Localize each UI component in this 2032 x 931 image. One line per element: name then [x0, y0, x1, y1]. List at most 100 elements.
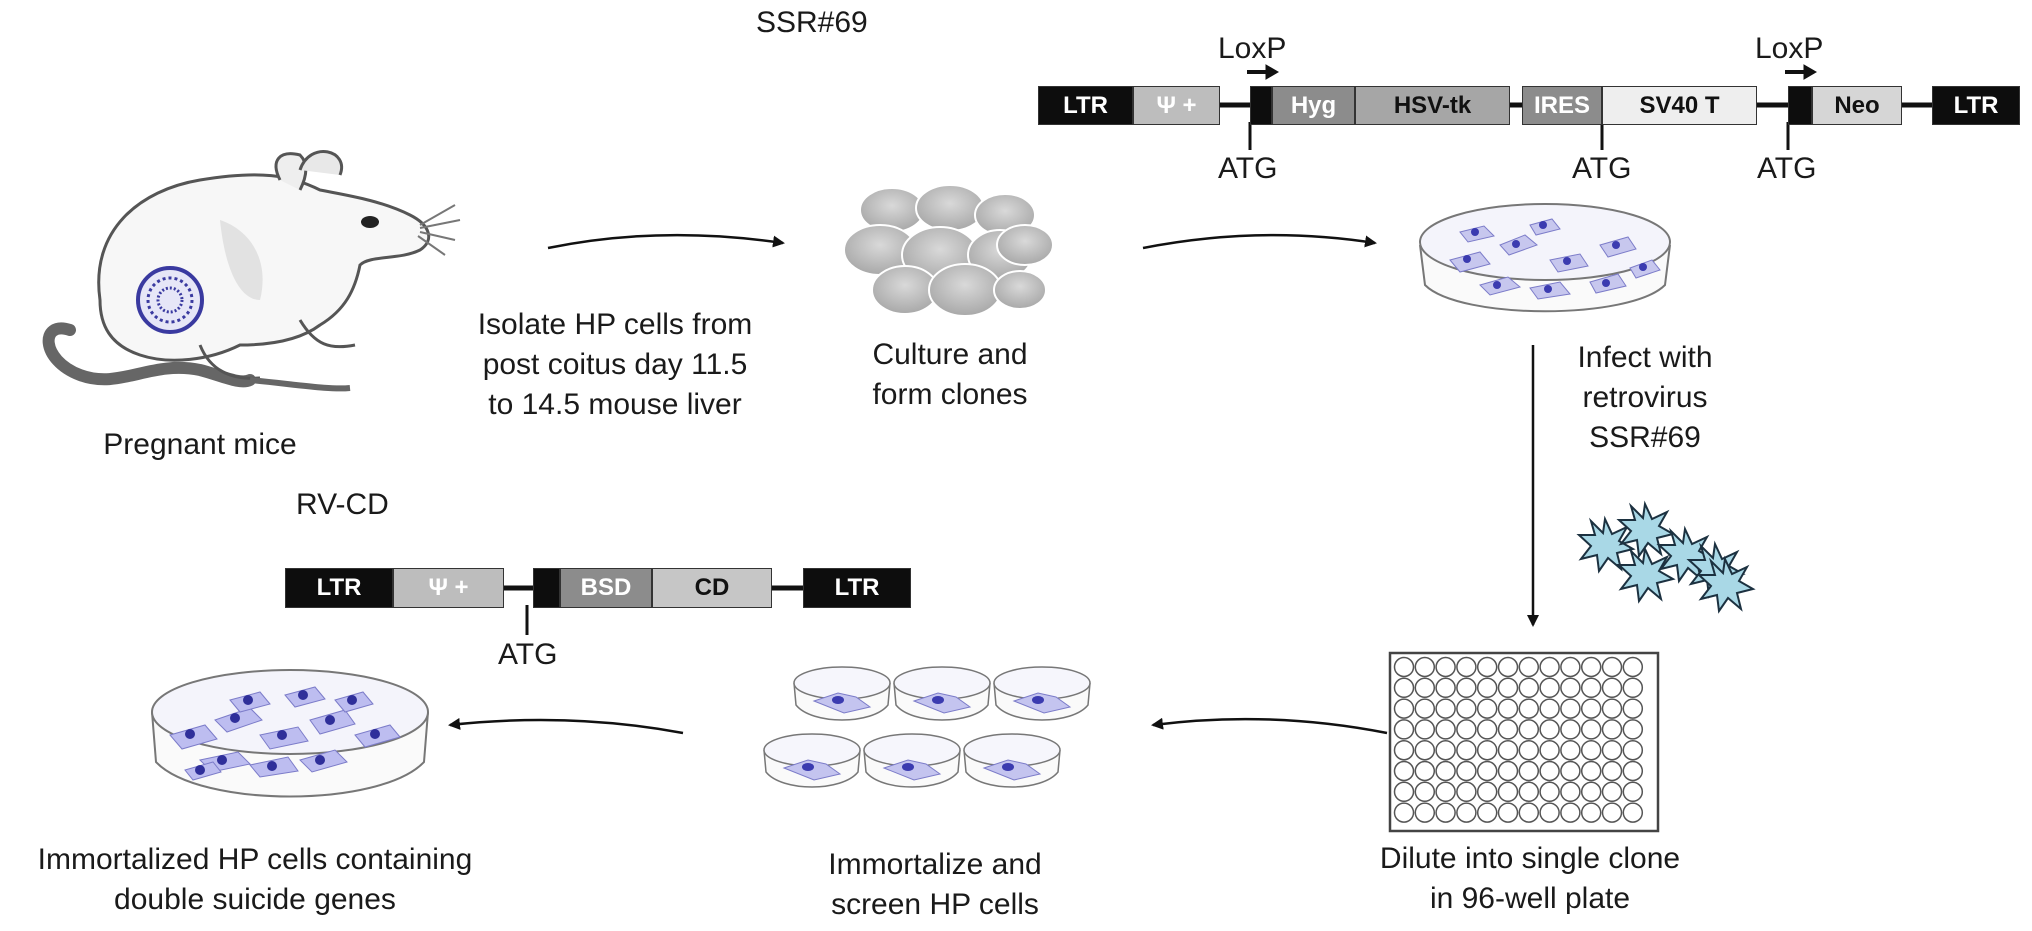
label-immortalized-hp-cells: Immortalized HP cells containing double … [37, 843, 473, 916]
well [1476, 719, 1498, 740]
well [1456, 719, 1477, 740]
well [1560, 677, 1581, 699]
well [1560, 760, 1581, 782]
rvcd-backbone [504, 585, 803, 635]
rvcd-cd: CD [652, 568, 772, 608]
well [1435, 781, 1456, 803]
cell-nucleus [1002, 763, 1014, 771]
well [1622, 719, 1644, 740]
cell [982, 759, 1042, 781]
ssr69-hyg: Hyg [1272, 86, 1355, 125]
flow-arrows [448, 233, 1539, 735]
well [1393, 781, 1415, 803]
well [1393, 719, 1415, 740]
ssr69-ltr-right: LTR [1932, 86, 2020, 125]
cell [1012, 692, 1072, 714]
well [1580, 802, 1602, 823]
well [1560, 698, 1581, 719]
well [1580, 677, 1602, 699]
well [1518, 656, 1540, 678]
well [1414, 719, 1436, 740]
well [1476, 656, 1498, 678]
well [1435, 719, 1456, 740]
well [1580, 739, 1602, 761]
well [1414, 739, 1436, 761]
well [1476, 739, 1498, 761]
virus-particles [1576, 503, 1754, 612]
ssr69-sv40t: SV40 T [1602, 86, 1757, 125]
well [1601, 698, 1623, 719]
well [1497, 781, 1519, 803]
petri-dish-final [151, 669, 429, 798]
well [1580, 760, 1602, 782]
well [1456, 781, 1477, 803]
ssr69-neo: Neo [1812, 86, 1902, 125]
loxp-arrows [1247, 64, 1817, 80]
well [1622, 677, 1644, 699]
well [1497, 656, 1519, 678]
well [1456, 677, 1477, 699]
well [1560, 656, 1581, 678]
well [1476, 760, 1498, 782]
label-dilute-single-clone: Dilute into single clone in 96-well plat… [1379, 842, 1681, 915]
rvcd-bsd: BSD [560, 568, 652, 608]
well [1393, 739, 1415, 761]
well [1560, 719, 1581, 740]
well [1539, 760, 1560, 782]
cell [812, 692, 872, 714]
well [1518, 802, 1540, 823]
cell-nucleus [1032, 696, 1044, 704]
label-infect-retrovirus: Infect with retrovirus SSR#69 [1577, 341, 1713, 454]
well [1497, 719, 1519, 740]
well [1539, 698, 1560, 719]
well [1580, 698, 1602, 719]
atg-label-hyg: ATG [1218, 152, 1278, 185]
cell [882, 759, 942, 781]
well [1601, 677, 1623, 699]
well [1560, 802, 1581, 823]
ssr69-backbone [1220, 102, 1932, 150]
well [1622, 656, 1644, 678]
well [1435, 656, 1456, 678]
well [1539, 802, 1560, 823]
label-culture-clones: Culture and form clones [872, 338, 1028, 411]
well [1518, 719, 1540, 740]
well [1456, 760, 1477, 782]
atg-label-bsd: ATG [498, 638, 558, 671]
well [1622, 698, 1644, 719]
well [1580, 719, 1602, 740]
label-isolate-hp-cells: Isolate HP cells from post coitus day 11… [477, 308, 753, 421]
well [1601, 781, 1623, 803]
well [1601, 739, 1623, 761]
well [1497, 802, 1519, 823]
rvcd-psi: Ψ + [393, 568, 504, 608]
loxp-label-1: LoxP [1218, 32, 1287, 65]
well [1518, 677, 1540, 699]
well [1539, 719, 1560, 740]
well [1518, 781, 1540, 803]
ssr69-loxp-box-1 [1250, 86, 1272, 125]
cell [912, 692, 972, 714]
well [1518, 739, 1540, 761]
ssr69-hsv-tk: HSV-tk [1355, 86, 1510, 125]
well [1580, 781, 1602, 803]
well [1456, 656, 1477, 678]
ssr69-ires: IRES [1522, 86, 1602, 125]
well [1518, 698, 1540, 719]
well [1393, 698, 1415, 719]
well [1476, 698, 1498, 719]
well [1414, 698, 1436, 719]
well [1622, 802, 1644, 823]
ssr69-ltr-left: LTR [1038, 86, 1133, 125]
well [1393, 656, 1415, 678]
well [1539, 656, 1560, 678]
loxp-label-2: LoxP [1755, 32, 1824, 65]
well [1435, 802, 1456, 823]
well [1601, 719, 1623, 740]
atg-label-sv40: ATG [1572, 152, 1632, 185]
ssr69-loxp-box-2 [1788, 86, 1812, 125]
rvcd-ltr-right: LTR [803, 568, 911, 608]
well [1435, 698, 1456, 719]
